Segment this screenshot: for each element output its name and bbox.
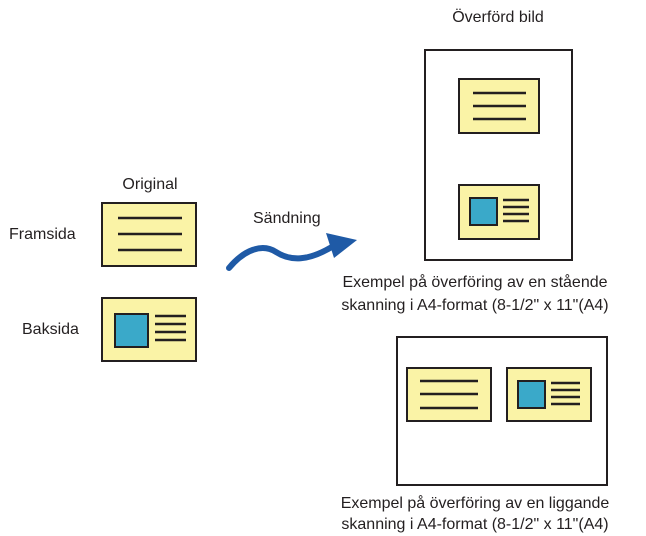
- portrait-back-card-icon: [458, 184, 540, 240]
- landscape-caption-line2: skanning i A4-format (8-1/2" x 11"(A4): [341, 516, 609, 533]
- front-card-icon: [101, 202, 197, 267]
- curved-arrow-icon: [226, 233, 357, 271]
- front-label: Framsida: [9, 226, 76, 243]
- landscape-front-card-icon: [406, 367, 492, 422]
- landscape-page: [396, 336, 608, 486]
- back-card-icon: [101, 297, 197, 362]
- portrait-caption-line2: skanning i A4-format (8-1/2" x 11"(A4): [341, 297, 609, 314]
- back-label: Baksida: [22, 321, 79, 338]
- landscape-back-card-icon: [506, 367, 592, 422]
- landscape-caption-line1: Exempel på överföring av en liggande: [340, 495, 610, 512]
- transferred-image-label: Överförd bild: [452, 9, 544, 26]
- portrait-front-card-icon: [458, 78, 540, 134]
- sending-label: Sändning: [253, 210, 321, 227]
- original-label: Original: [122, 176, 178, 193]
- portrait-page: [424, 49, 573, 261]
- portrait-caption-line1: Exempel på överföring av en stående: [342, 274, 608, 291]
